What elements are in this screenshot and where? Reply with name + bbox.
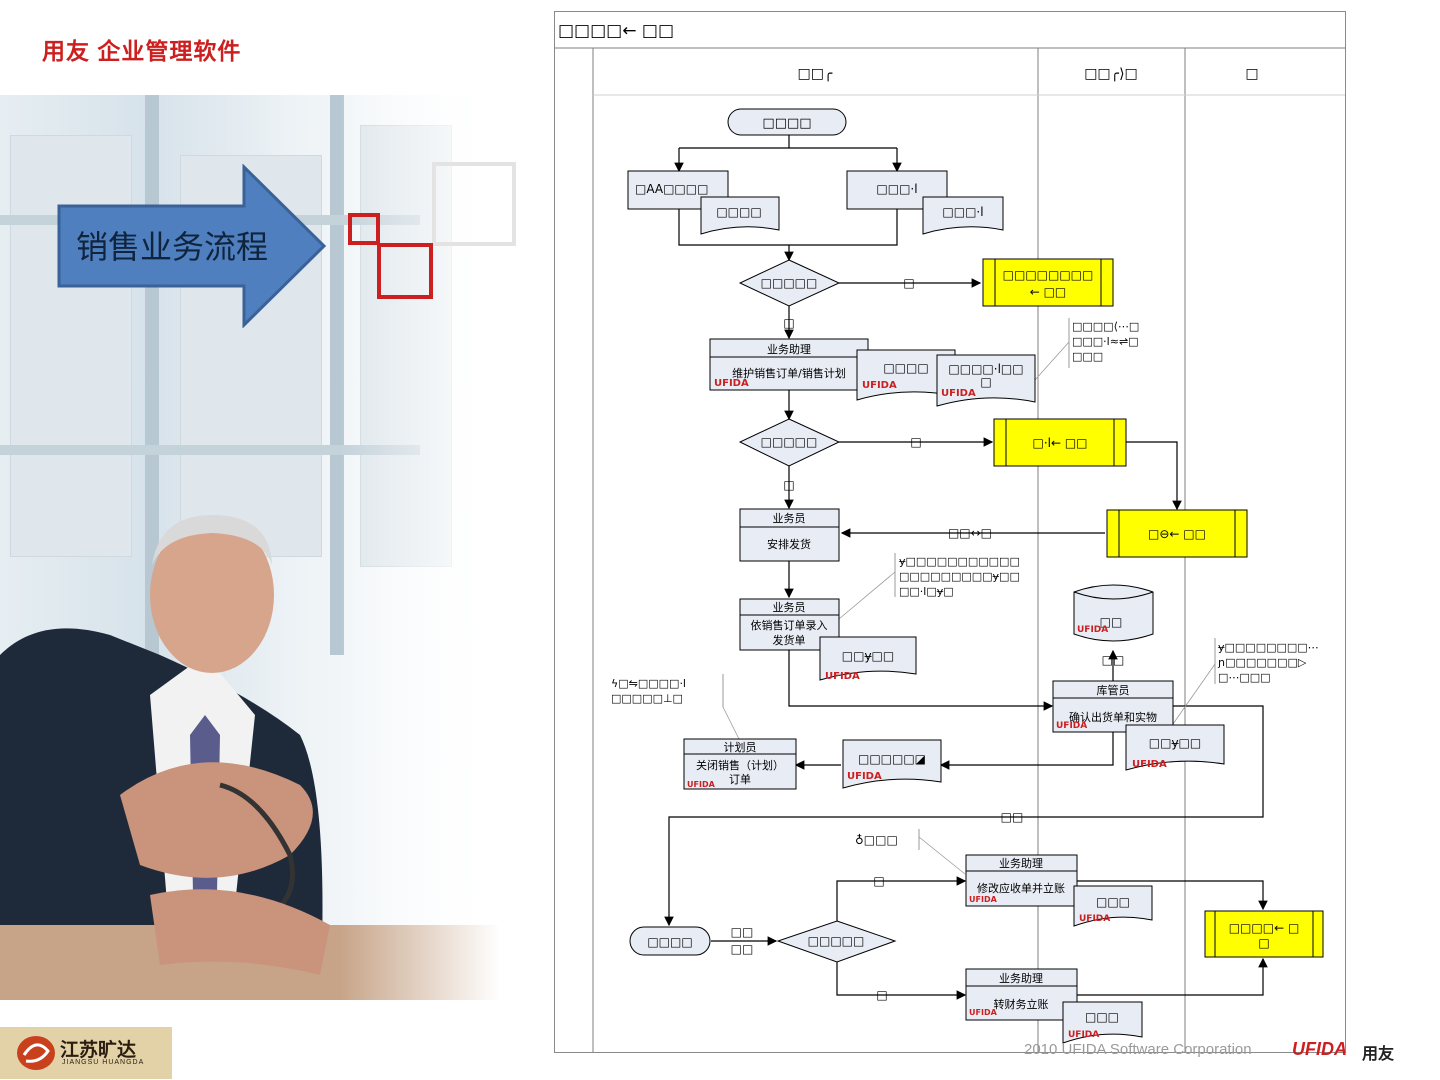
flowchart-header: □□□□← □□: [558, 21, 674, 41]
doc-3-line-1: □□□□·l□□: [948, 362, 1023, 376]
label-ship: □□: [1102, 653, 1125, 667]
yellow-2-text: □·l← □□: [1032, 436, 1087, 450]
note-1-line-1: □□□□⟨⋯□: [1072, 320, 1139, 333]
doc-8-text: □□□: [1085, 1010, 1119, 1024]
decor-square-red-large: [377, 243, 433, 299]
label-3b: □□: [731, 942, 754, 956]
ufida-tag-1: UFIDA: [714, 378, 749, 389]
doc-4-text: □□ɏ□□: [842, 649, 894, 663]
label-yes-1: □: [783, 316, 794, 330]
ufida-tag-4: UFIDA: [825, 671, 860, 682]
doc-left-text: □□□□: [716, 205, 761, 219]
doc-6-text: □□□□□◪: [858, 752, 926, 766]
yellow-1-line-1: □□□□□□□□: [1003, 268, 1094, 282]
ufida-tag-planner: UFIDA: [687, 780, 716, 789]
badge-pinyin: JIANGSU HUANGDA: [62, 1059, 144, 1066]
planner-task-line-2: 订单: [729, 773, 751, 786]
note-5: ♁□□□: [855, 833, 898, 847]
ufida-tag-5: UFIDA: [1132, 759, 1167, 770]
label-yes-3: □: [873, 874, 884, 888]
note-3-line-3: □⋯□□□: [1218, 671, 1271, 684]
ufida-tag-wh: UFIDA: [1056, 721, 1087, 731]
doc-2-text: □□□□: [883, 361, 928, 375]
note-2-line-3: □□·l□ɏ□: [899, 585, 954, 598]
ufida-tag-7b: UFIDA: [1079, 914, 1110, 924]
ufida-tag-7: UFIDA: [969, 895, 998, 904]
decor-square-red-small: [348, 213, 380, 245]
note-1-line-2: □□□·l≈⇌□: [1072, 335, 1139, 348]
note-3-line-2: ɲ□□□□□□□▷: [1217, 656, 1307, 669]
lane-3-title: □: [1245, 66, 1258, 82]
doc-5-text: □□ɏ□□: [1149, 736, 1201, 750]
label-mid: □□: [1001, 810, 1024, 824]
badge-name: 江苏旷达: [60, 1035, 136, 1062]
staff-2-role: 业务员: [773, 601, 806, 614]
company-logo-icon: [14, 1033, 58, 1073]
label-back: □□↔□: [948, 526, 992, 540]
label-3a: □□: [731, 925, 754, 939]
note-2-line-1: ɏ□□□□□□□□□□□: [899, 555, 1020, 568]
warehouse-role: 库管员: [1097, 683, 1130, 697]
doc-7-text: □□□: [1096, 895, 1130, 909]
staff-2-task-line-2: 发货单: [773, 633, 806, 647]
doc-3-line-2: □: [980, 375, 991, 389]
brand-title: 用友 企业管理软件: [42, 32, 241, 66]
footer-copyright: 2010 UFIDA Software Corporation: [1024, 1041, 1252, 1058]
planner-task-line-1: 关闭销售（计划）: [696, 758, 784, 772]
flowchart-svg: □□□□← □□ □□╭ □□╭⟩□ □: [555, 12, 1345, 1052]
decision-1-text: □□□□□: [761, 276, 818, 290]
assist-3-task: 转财务立账: [994, 997, 1049, 1011]
assist-3-role: 业务助理: [999, 971, 1043, 985]
assist-1-role: 业务助理: [767, 342, 811, 356]
doc-right-text: □□□·l: [942, 205, 983, 219]
footer-logo: UFIDA: [1292, 1039, 1347, 1060]
ufida-tag-2: UFIDA: [862, 380, 897, 391]
staff-1-task: 安排发货: [767, 537, 811, 551]
decision-2-text: □□□□□: [761, 435, 818, 449]
note-4-line-1: ϟ□⇋□□□□·l: [611, 677, 686, 690]
assist-2-task: 修改应收单并立账: [977, 881, 1065, 895]
planner-role: 计划员: [724, 741, 757, 754]
ufida-tag-8b: UFIDA: [1068, 1030, 1099, 1040]
decision-3-text: □□□□□: [808, 934, 865, 948]
label-yes-2: □: [783, 478, 794, 492]
assist-2-role: 业务助理: [999, 856, 1043, 870]
note-3-line-1: ɏ□□□□□□□□⋯: [1218, 641, 1319, 654]
yellow-4-line-1: □□□□← □: [1229, 921, 1300, 935]
staff-1-role: 业务员: [773, 512, 806, 525]
lane-2-title: □□╭⟩□: [1084, 66, 1138, 82]
decor-square-grey: [432, 162, 516, 246]
arrow-label: 销售业务流程: [76, 222, 268, 268]
staff-2-task-line-1: 依销售订单录入: [751, 618, 828, 632]
ufida-tag-db: UFIDA: [1077, 625, 1108, 635]
label-no-1: □: [903, 276, 914, 290]
label-no-3: □: [876, 988, 887, 1002]
end-text: □□□□: [647, 935, 692, 949]
label-no-2: □: [910, 435, 921, 449]
ufida-tag-3: UFIDA: [941, 388, 976, 399]
ufida-tag-8: UFIDA: [969, 1008, 998, 1017]
note-2-line-2: □□□□□□□□□ɏ□□: [899, 570, 1020, 583]
note-1-line-3: □□□: [1072, 350, 1103, 363]
process-left-top-text: □AA□□□□: [635, 182, 708, 196]
yellow-3-text: □⊖← □□: [1148, 527, 1206, 541]
process-right-top-text: □□□·l: [876, 182, 917, 196]
ufida-tag-6: UFIDA: [847, 771, 882, 782]
yellow-1-line-2: ← □□: [1030, 285, 1067, 299]
note-4-line-2: □□□□□⊥□: [611, 692, 683, 705]
yellow-4-line-2: □: [1258, 936, 1269, 950]
flowchart-page: □□□□← □□ □□╭ □□╭⟩□ □: [554, 11, 1346, 1053]
start-text: □□□□: [762, 116, 811, 131]
lane-1-title: □□╭: [798, 66, 833, 82]
assist-1-task: 维护销售订单/销售计划: [732, 366, 846, 380]
footer-logo-cn: 用友: [1362, 1040, 1394, 1064]
